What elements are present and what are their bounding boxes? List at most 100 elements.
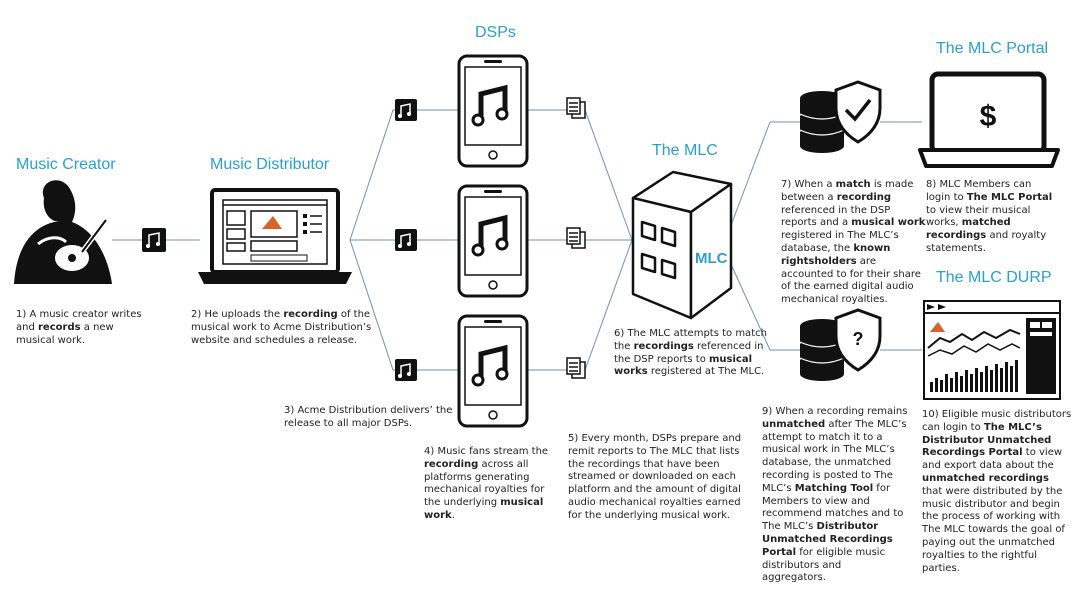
dollar-icon: $	[980, 100, 997, 133]
text-run: unmatched	[762, 418, 826, 430]
text-run: registered at The MLC.	[650, 366, 765, 378]
text-run: 6) The MLC attempts to match	[614, 328, 767, 339]
text-run: Members to view and	[762, 495, 870, 507]
note-badge-icon	[142, 228, 166, 252]
text-run: recordings	[633, 340, 694, 352]
text-run: recording	[836, 191, 892, 203]
text-run: that	[922, 485, 943, 497]
text-run: a	[80, 321, 90, 333]
text-run: matched recordings	[926, 217, 1011, 242]
text-run: remit reports to The MLC that lists	[568, 445, 740, 457]
text-run: known rightsholders	[781, 242, 891, 267]
text-run: the release to all major DSPs.	[284, 405, 453, 429]
note-badge-icon	[395, 99, 417, 121]
text-run: platforms generating	[424, 471, 530, 483]
text-run: 1) A music creator	[16, 309, 109, 320]
text-run: records	[38, 321, 81, 333]
text-run: across all	[478, 458, 529, 470]
text-run: distributor and begin the	[922, 498, 1060, 523]
text-run: 10) Eligible music distributors	[922, 409, 1072, 420]
step-6-description: 6) The MLC attempts to match the recordi…	[614, 328, 772, 379]
text-run: 3) Acme Distribution delivers’	[284, 405, 433, 416]
text-run: work	[424, 509, 452, 521]
text-run: in The MLC’s database, the	[781, 230, 899, 254]
text-run: 8) MLC Members can login	[926, 179, 1032, 203]
text-run: platform and the amount of digital	[568, 484, 741, 496]
text-run: writes and	[16, 309, 142, 333]
text-run: streamed or downloaded on each	[568, 471, 736, 483]
text-run: 7) When a	[781, 179, 836, 190]
text-run: out the unmatched royalties to	[922, 536, 1055, 561]
text-run: the recordings that have been	[568, 458, 720, 470]
text-run: of the	[337, 309, 371, 320]
text-run: 2) He uploads the	[191, 309, 284, 320]
text-run: to	[953, 191, 967, 203]
text-run: are	[856, 255, 876, 267]
text-run: The MLC’s	[762, 521, 817, 533]
text-run: Matching Tool	[794, 482, 874, 494]
laptop-icon	[198, 188, 352, 284]
text-run: after The MLC’s	[825, 418, 907, 430]
text-run: unmatched recordings	[922, 472, 1049, 484]
text-run: referenced in the	[614, 340, 764, 365]
note-badge-icon	[395, 229, 417, 251]
text-run: referenced in the DSP reports	[781, 204, 891, 229]
text-run: Distributor Unmatched	[922, 434, 1052, 446]
text-run: export data about the	[944, 460, 1054, 472]
text-run: 4) Music fans stream the	[424, 446, 549, 457]
step-4-description: 4) Music fans stream the recording acros…	[424, 446, 556, 523]
step-1-description: 1) A music creator writes and records a …	[16, 309, 144, 347]
text-run: MLC’s	[762, 482, 795, 494]
text-run: The MLC’s	[983, 421, 1042, 433]
text-run: registered	[781, 230, 832, 242]
heading-the-mlc-portal: The MLC Portal	[936, 40, 1049, 57]
step-3-description: 3) Acme Distribution delivers’ the relea…	[284, 405, 459, 431]
report-document-icon	[566, 227, 586, 249]
text-run: and a	[819, 217, 852, 229]
text-run: attempt to match it to a	[762, 431, 883, 443]
text-run: process of working with The	[922, 511, 1061, 536]
text-run: musical work in The MLC’s	[762, 444, 895, 456]
text-run: recording is posted to The	[762, 469, 893, 481]
question-mark-icon: ?	[853, 329, 864, 349]
heading-the-mlc: The MLC	[652, 142, 718, 159]
text-run: to view	[926, 204, 963, 216]
music-creator-icon	[14, 180, 112, 284]
database-shield-check-icon	[799, 80, 882, 153]
text-run: the underlying	[424, 497, 501, 509]
text-run: is made	[870, 179, 914, 190]
text-run: for	[873, 482, 891, 494]
text-run: recording	[283, 309, 338, 320]
mlc-logo-text: MLC	[695, 250, 728, 267]
text-run: accounted to for their share of	[781, 268, 921, 293]
text-run: 5) Every month, DSPs prepare and	[568, 433, 742, 444]
text-run: were distributed by the music	[922, 485, 1063, 510]
text-run: Unmatched Recordings Portal	[762, 533, 893, 558]
report-document-icon	[566, 97, 586, 119]
text-run: and	[986, 230, 1009, 242]
text-run: recommend matches and to	[762, 508, 904, 520]
text-run: DSP reports to	[633, 353, 710, 365]
note-badge-icon	[395, 359, 417, 381]
text-run: The MLC Portal	[966, 191, 1053, 203]
text-run: mechanical royalties for	[424, 484, 545, 496]
step-8-description: 8) MLC Members can login to The MLC Port…	[926, 179, 1056, 256]
heading-music-creator: Music Creator	[16, 156, 116, 173]
heading-dsps: DSPs	[475, 24, 516, 41]
text-run: musical work to Acme Distribution’s	[191, 321, 372, 333]
mlc-building-icon	[631, 170, 733, 320]
heading-music-distributor: Music Distributor	[210, 156, 330, 173]
text-run: their musical works,	[926, 204, 1031, 229]
report-document-icon	[566, 357, 586, 379]
portal-laptop-icon	[918, 71, 1060, 168]
text-run: the earned digital audio	[793, 281, 914, 293]
text-run: Distributor	[816, 521, 879, 533]
text-run: and aggregators.	[762, 559, 842, 584]
text-run: new musical work.	[16, 321, 114, 346]
text-run: 9) When a recording remains	[762, 406, 908, 417]
text-run: mechanical royalties.	[781, 294, 888, 306]
database-shield-question-icon	[799, 308, 882, 381]
step-9-description: 9) When a recording remains unmatched af…	[762, 406, 908, 585]
text-run: recording	[424, 458, 479, 470]
text-run: royalty statements.	[926, 230, 1047, 254]
